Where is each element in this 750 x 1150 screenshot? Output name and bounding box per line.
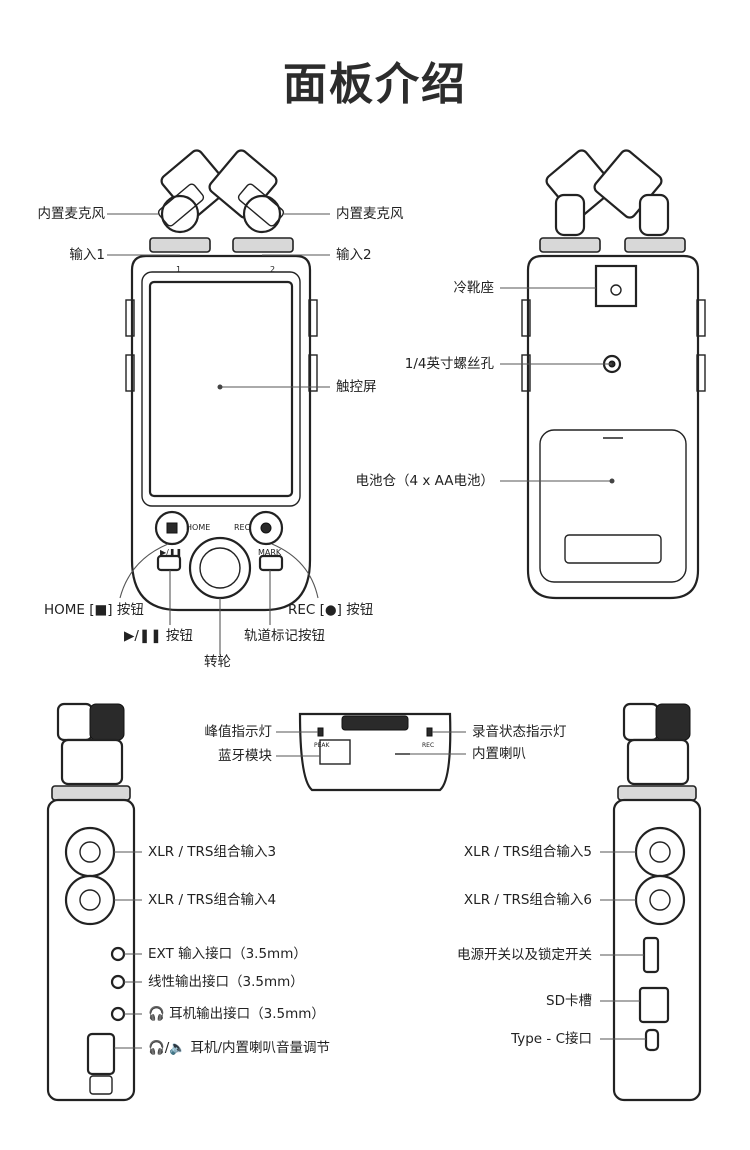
mic-left-capsule (157, 149, 230, 234)
back-body (526, 254, 700, 600)
play-pause-button[interactable] (156, 554, 182, 572)
top-body (298, 712, 452, 792)
label-touchscreen: 触控屏 (336, 379, 377, 395)
input1-knob (149, 237, 211, 253)
mic-right-capsule (208, 149, 285, 234)
xlr4-jack[interactable] (64, 874, 116, 926)
label-usb-c: Type - C接口 (511, 1031, 592, 1047)
top-grille (341, 715, 409, 731)
headphone-jack[interactable] (110, 1006, 126, 1022)
silk-peak: PEAK (314, 742, 330, 749)
label-xlr4: XLR / TRS组合输入4 (148, 892, 277, 908)
label-input2: 输入2 (336, 247, 372, 263)
label-xlr5: XLR / TRS组合输入5 (463, 844, 592, 860)
peak-led (317, 727, 324, 737)
ext-in-jack[interactable] (110, 946, 126, 962)
silk-in2: 2 (270, 265, 276, 274)
touchscreen-bezel (141, 271, 301, 507)
label-volume: 🎧/🔈 耳机/内置喇叭音量调节 (148, 1040, 331, 1056)
page-title: 面板介绍 (283, 59, 467, 110)
power-switch[interactable] (642, 936, 660, 974)
rec-led (426, 727, 433, 737)
label-rec-button: REC [●] 按钮 (288, 602, 374, 618)
front-view (107, 149, 330, 655)
mark-button[interactable] (258, 554, 284, 572)
label-tripod-hole: 1/4英寸螺丝孔 (404, 356, 494, 372)
label-xlr3: XLR / TRS组合输入3 (148, 844, 277, 860)
back-view (500, 149, 706, 600)
label-home-button: HOME [■] 按钮 (44, 602, 144, 618)
silk-rec: REC (234, 523, 251, 532)
silk-home: HOME (186, 523, 211, 532)
label-mic-right: 内置麦克风 (336, 206, 404, 222)
volume-wheel[interactable] (86, 1032, 116, 1076)
label-play-pause: ▶/❚❚ 按钮 (124, 628, 193, 644)
xlr6-jack[interactable] (634, 874, 686, 926)
left-body (46, 798, 136, 1102)
sd-slot[interactable] (638, 986, 670, 1024)
usb-c-port[interactable] (644, 1028, 660, 1052)
label-bluetooth: 蓝牙模块 (218, 748, 272, 764)
label-cold-shoe: 冷靴座 (453, 280, 495, 296)
label-ext-in: EXT 输入接口（3.5mm） (148, 946, 307, 962)
label-wheel: 转轮 (204, 654, 231, 670)
label-mic-left: 内置麦克风 (37, 206, 106, 222)
battery-compartment (539, 429, 687, 583)
label-battery: 电池仓（4 x AA电池） (355, 473, 494, 489)
input2-knob (232, 237, 294, 253)
label-mark-button: 轨道标记按钮 (244, 628, 325, 644)
silk-play: ▶/❚❚ (160, 548, 183, 557)
silk-in1: 1 (176, 265, 182, 274)
label-peak-led: 峰值指示灯 (204, 724, 273, 740)
label-power-switch: 电源开关以及锁定开关 (457, 947, 592, 963)
label-xlr6: XLR / TRS组合输入6 (463, 892, 592, 908)
wheel[interactable] (188, 536, 252, 600)
label-speaker: 内置喇叭 (472, 746, 526, 762)
label-line-out: 线性输出接口（3.5mm） (148, 974, 304, 990)
line-out-jack[interactable] (110, 974, 126, 990)
left-side-view (46, 702, 142, 1102)
silk-mark: MARK (258, 548, 282, 557)
xlr3-jack[interactable] (64, 826, 116, 878)
label-rec-led: 录音状态指示灯 (472, 724, 567, 740)
label-input1: 输入1 (69, 247, 105, 263)
label-sd-slot: SD卡槽 (546, 993, 592, 1009)
bluetooth-module (319, 739, 351, 765)
cold-shoe (594, 264, 638, 308)
silk-rec-top: REC (422, 742, 435, 749)
label-headphone-out: 🎧 耳机输出接口（3.5mm） (148, 1006, 325, 1022)
right-side-view (600, 702, 702, 1102)
top-view (276, 712, 466, 792)
xlr5-jack[interactable] (634, 826, 686, 878)
